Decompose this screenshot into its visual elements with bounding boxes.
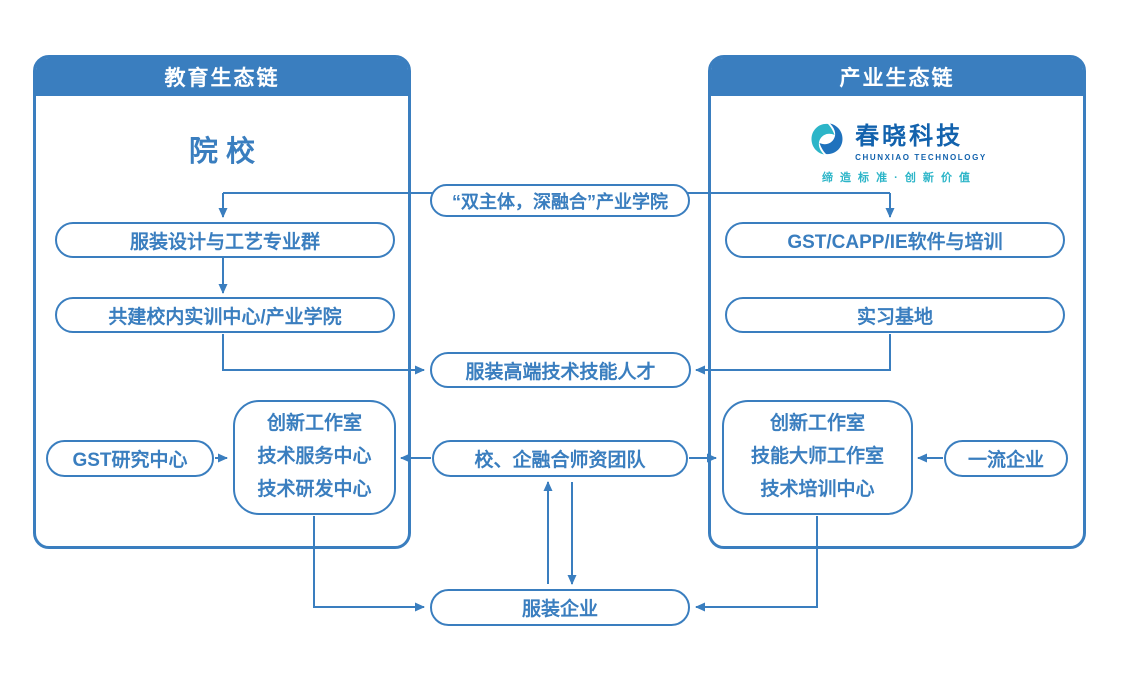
logo-tagline: 缔 造 标 准 · 创 新 价 值: [821, 172, 973, 184]
node-talent: 服装高端技术技能人才: [430, 352, 691, 388]
arrow-right-centers-to-garment: [695, 516, 818, 612]
logo-name-en: CHUNXIAO TECHNOLOGY: [855, 153, 987, 162]
node-internship-base: 实习基地: [725, 297, 1065, 333]
node-top-enterprise: 一流企业: [944, 440, 1068, 477]
node-left-centers-line2: 技术服务中心: [257, 446, 372, 468]
arrow-internship-to-talent: [695, 334, 891, 375]
chunxiao-logo: 春晓科技 CHUNXIAO TECHNOLOGY 缔 造 标 准 · 创 新 价…: [711, 116, 1083, 185]
node-software-training: GST/CAPP/IE软件与培训: [725, 222, 1065, 258]
logo-name-cn: 春晓科技: [855, 123, 964, 150]
node-industry-college: “双主体，深融合”产业学院: [430, 184, 690, 217]
chunxiao-logo-icon: [811, 123, 843, 155]
education-chain-title: 教育生态链: [36, 58, 408, 96]
node-gst-research: GST研究中心: [46, 440, 214, 477]
arrow-training-center-to-talent: [222, 334, 425, 375]
node-right-centers-line1: 创新工作室: [769, 413, 865, 435]
node-garment-enterprise: 服装企业: [430, 589, 690, 626]
node-training-center: 共建校内实训中心/产业学院: [55, 297, 395, 333]
college-heading: 院校: [188, 136, 263, 168]
node-faculty-team: 校、企融合师资团队: [432, 440, 688, 477]
node-right-centers-line3: 技术培训中心: [760, 478, 875, 500]
arrow-left-centers-to-garment: [313, 516, 425, 612]
industry-chain-title: 产业生态链: [711, 58, 1083, 96]
node-right-centers: 创新工作室 技能大师工作室 技术培训中心: [722, 400, 913, 515]
node-left-centers-line3: 技术研发中心: [257, 478, 372, 500]
node-right-centers-line2: 技能大师工作室: [750, 446, 884, 468]
node-left-centers-line1: 创新工作室: [266, 413, 362, 435]
node-left-centers: 创新工作室 技术服务中心 技术研发中心: [233, 400, 396, 515]
node-major-group: 服装设计与工艺专业群: [55, 222, 395, 258]
